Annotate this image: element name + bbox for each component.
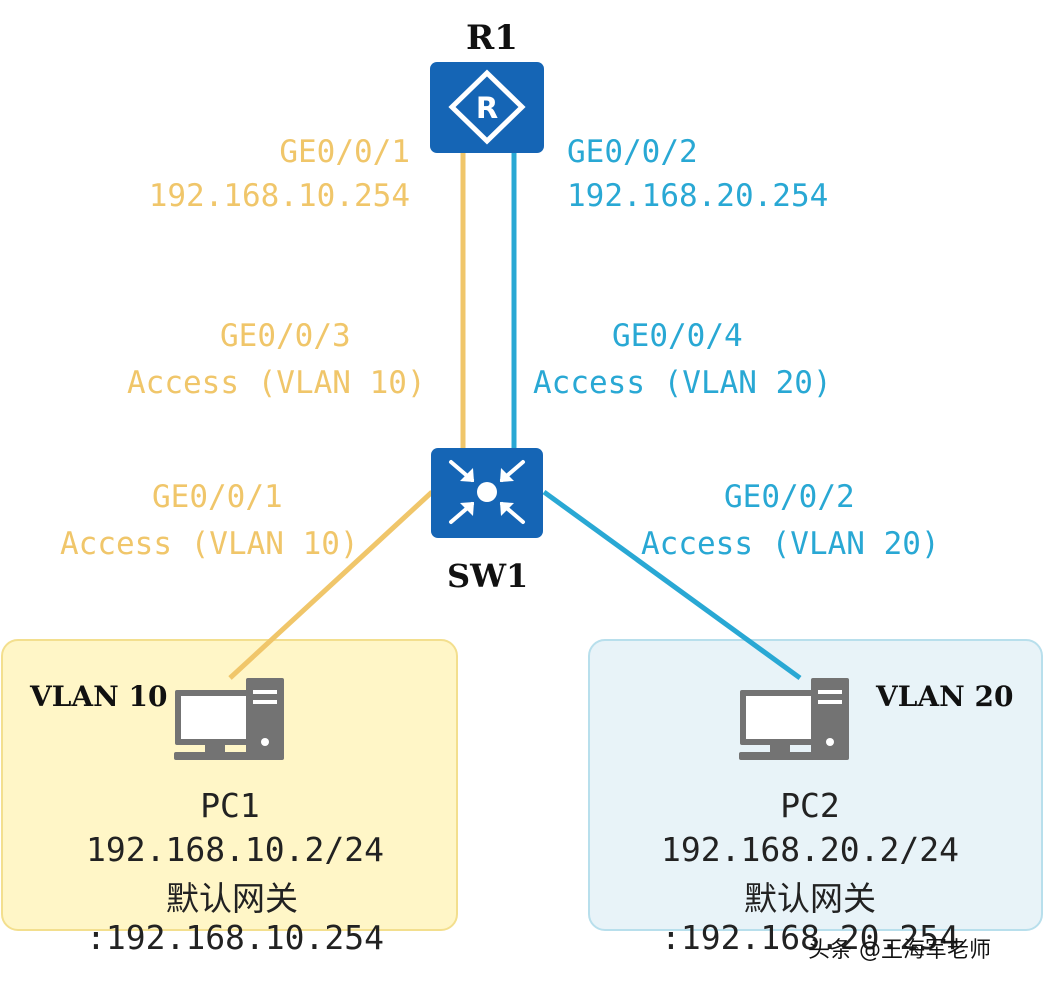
pc1-computer-icon (174, 678, 284, 760)
r1-left-ip: 192.168.10.254 (148, 178, 410, 214)
sw-downlink-left-mode: Access (VLAN 10) (60, 526, 359, 562)
vlan10-area (1, 639, 458, 931)
link-sw1-pc1 (228, 490, 434, 680)
svg-text:R: R (476, 91, 498, 125)
pc2-name: PC2 (780, 786, 840, 825)
pc1-gateway-label: 默认网关 (166, 879, 298, 918)
vlan10-label: VLAN 10 (30, 680, 168, 713)
sw-downlink-right-mode: Access (VLAN 20) (641, 526, 940, 562)
pc1-gateway: :192.168.10.254 (85, 918, 384, 957)
sw-uplink-right-mode: Access (VLAN 20) (533, 365, 832, 401)
r1-right-port: GE0/0/2 (567, 134, 698, 170)
sw-uplink-right-port: GE0/0/4 (612, 318, 743, 354)
sw-uplink-left-mode: Access (VLAN 10) (127, 365, 426, 401)
vlan20-area (588, 639, 1043, 931)
pc2-ip: 192.168.20.2/24 (660, 830, 959, 869)
router-icon: R (430, 62, 544, 153)
pc2-gateway-label: 默认网关 (744, 879, 876, 918)
r1-left-port: GE0/0/1 (279, 134, 410, 170)
r1-right-ip: 192.168.20.254 (567, 178, 829, 214)
watermark-text: 头条 @王海军老师 (808, 938, 991, 963)
switch-icon (431, 448, 543, 538)
pc2-computer-icon (739, 678, 849, 760)
pc1-name: PC1 (200, 786, 260, 825)
switch-name: SW1 (447, 557, 529, 595)
pc1-ip: 192.168.10.2/24 (85, 830, 384, 869)
router-name: R1 (466, 18, 518, 58)
sw-uplink-left-port: GE0/0/3 (220, 318, 351, 354)
pc2-gateway: :192.168.20.254 (660, 918, 959, 957)
sw-downlink-right-port: GE0/0/2 (724, 479, 855, 515)
sw-downlink-left-port: GE0/0/1 (152, 479, 283, 515)
vlan20-label: VLAN 20 (876, 680, 1014, 713)
link-sw1-pc2 (542, 489, 802, 681)
